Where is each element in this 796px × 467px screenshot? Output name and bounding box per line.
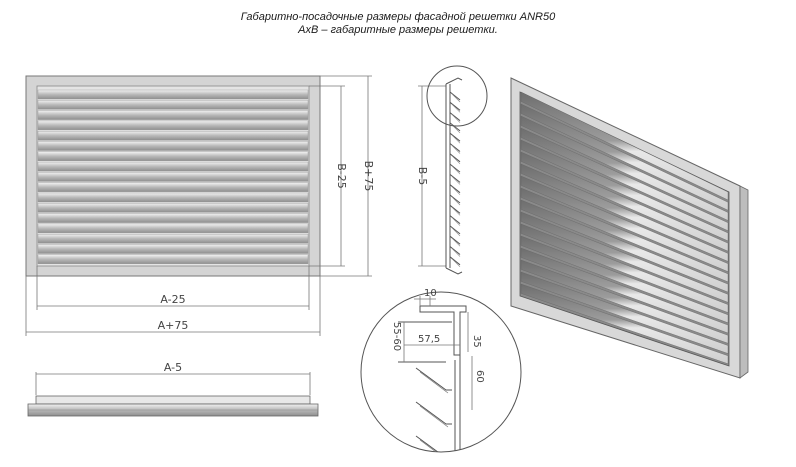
detail-marker-circle — [426, 65, 488, 127]
dim-60: 60 — [474, 370, 485, 383]
bottom-slat — [35, 395, 311, 405]
iso-slats — [520, 91, 729, 365]
dim-b-plus-75: B+75 — [362, 161, 375, 192]
detail-view: 10 57,5 55-60 35 60 — [360, 288, 522, 453]
dim-a-minus-5: A-5 — [164, 361, 182, 374]
dim-b-minus-25: B-25 — [335, 163, 348, 189]
drawing-title: Габаритно-посадочные размеры фасадной ре… — [240, 11, 556, 23]
isometric-view — [510, 77, 749, 379]
dim-b-minus-5: B-5 — [416, 167, 429, 186]
drawing-subtitle: AxB – габаритные размеры решетки. — [298, 24, 498, 36]
dim-a-minus-25: A-25 — [160, 293, 185, 306]
dim-35: 35 — [471, 335, 482, 348]
dim-55-60: 55-60 — [391, 322, 402, 351]
side-slats — [449, 91, 461, 268]
dim-10: 10 — [424, 288, 437, 299]
dim-a-plus-75: A+75 — [158, 319, 189, 332]
slats — [37, 89, 309, 265]
front-view: A-25 A+75 B-25 B+75 — [25, 75, 375, 336]
side-view: B-5 — [416, 65, 488, 275]
bottom-view: A-5 — [27, 361, 319, 417]
dim-57-5: 57,5 — [418, 334, 440, 345]
detail-circle — [360, 291, 522, 453]
